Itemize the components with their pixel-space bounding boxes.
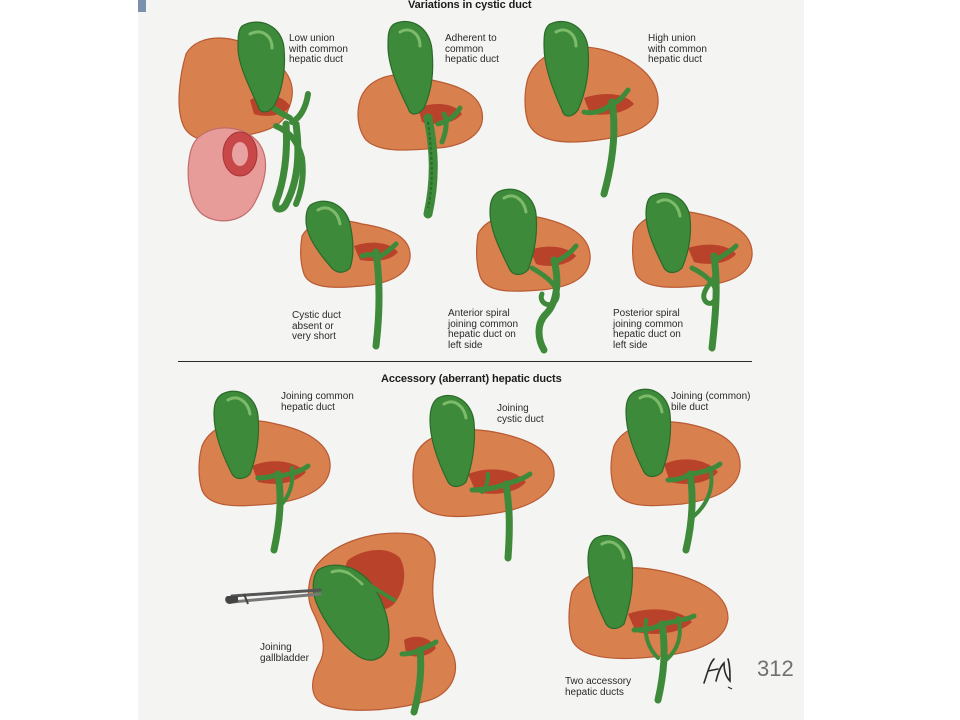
- figure-posterior-spiral: [632, 188, 758, 353]
- figure-absent: [300, 196, 420, 351]
- figure-low-union: [178, 14, 328, 229]
- figure-two-accessory: [568, 532, 738, 704]
- accessory-ducts-heading: Accessory (aberrant) hepatic ducts: [381, 373, 562, 385]
- figure-joining-common-hepatic: [198, 386, 338, 556]
- caption-joining-cystic: Joining cystic duct: [497, 403, 544, 425]
- cystic-duct-heading: Variations in cystic duct: [408, 0, 532, 11]
- caption-anterior-spiral: Anterior spiral joining common hepatic d…: [448, 308, 519, 351]
- caption-absent: Cystic duct absent or very short: [292, 310, 341, 342]
- artist-signature-icon: [700, 653, 736, 696]
- caption-adherent: Adherent to common hepatic duct: [445, 33, 499, 65]
- caption-joining-common-bile: Joining (common) bile duct: [671, 391, 751, 413]
- caption-posterior-spiral: Posterior spiral joining common hepatic …: [613, 308, 684, 351]
- figure-adherent: [357, 18, 488, 223]
- caption-joining-common-hepatic: Joining common hepatic duct: [281, 391, 354, 413]
- caption-low-union: Low union with common hepatic duct: [289, 33, 348, 65]
- figure-joining-cystic: [412, 390, 562, 562]
- forceps-icon: [225, 588, 322, 605]
- section-divider: [178, 361, 752, 362]
- caption-two-accessory: Two accessory hepatic ducts: [565, 676, 632, 698]
- caption-high-union: High union with common hepatic duct: [648, 33, 707, 65]
- figure-joining-gallbladder: [224, 530, 494, 716]
- caption-joining-gallbladder: Joining gallbladder: [260, 642, 309, 664]
- anatomy-plate: Variations in cystic duct Low union with…: [138, 0, 804, 720]
- slide-accent-mark: [138, 0, 146, 12]
- figure-joining-common-bile: [610, 384, 750, 556]
- figure-high-union: [524, 18, 664, 203]
- page-number: 312: [757, 656, 794, 681]
- figure-anterior-spiral: [476, 184, 596, 354]
